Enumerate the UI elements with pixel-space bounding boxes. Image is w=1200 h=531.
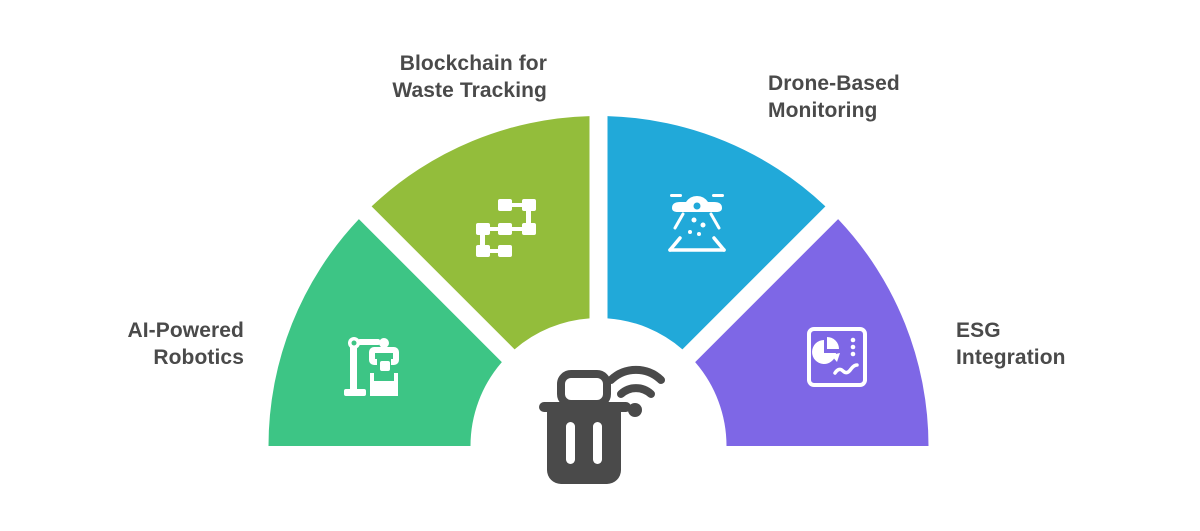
robotic-arm-icon bbox=[344, 337, 399, 396]
label-line: Monitoring bbox=[768, 99, 878, 122]
label-blockchain-waste-tracking: Blockchain for Waste Tracking bbox=[392, 50, 547, 104]
smart-trash-bin-wifi-icon bbox=[539, 365, 665, 484]
label-line: Blockchain for bbox=[399, 52, 547, 75]
segment-drone-based-monitoring bbox=[607, 116, 826, 350]
label-line: AI-Powered bbox=[127, 319, 244, 342]
label-line: Waste Tracking bbox=[392, 79, 547, 102]
dashboard-analytics-icon bbox=[807, 327, 867, 387]
label-drone-based-monitoring: Drone-Based Monitoring bbox=[768, 70, 900, 124]
segment-esg-integration bbox=[695, 219, 929, 446]
blockchain-nodes-icon bbox=[476, 199, 536, 257]
label-esg-integration: ESG Integration bbox=[956, 317, 1066, 371]
label-ai-powered-robotics: AI-Powered Robotics bbox=[127, 317, 244, 371]
segment-ai-powered-robotics bbox=[268, 219, 502, 446]
label-line: Drone-Based bbox=[768, 72, 900, 95]
drone-scanning-icon bbox=[668, 194, 726, 252]
label-line: ESG bbox=[956, 319, 1001, 342]
label-line: Robotics bbox=[153, 346, 244, 369]
label-line: Integration bbox=[956, 346, 1066, 369]
